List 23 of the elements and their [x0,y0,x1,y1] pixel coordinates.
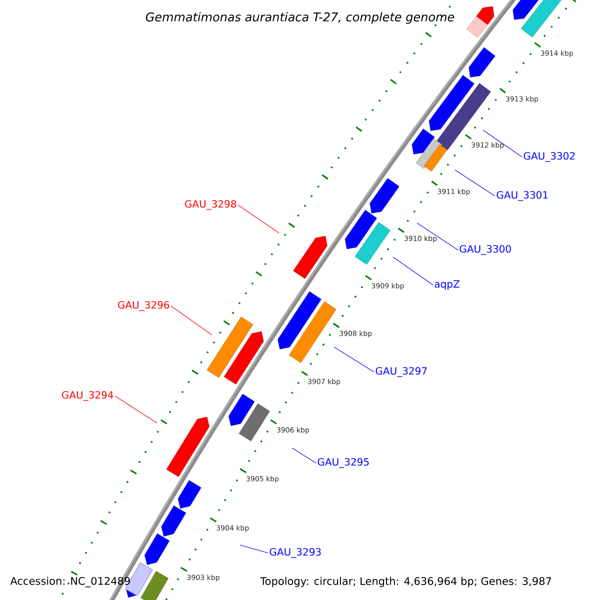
gene-label: aqpZ [434,280,460,290]
leader-line [238,204,280,234]
leader-line [170,306,212,336]
leader-line [482,130,522,158]
leader-line [454,170,496,196]
gene-label: GAU_3300 [460,245,511,255]
gene-label: GAU_3293 [270,548,321,558]
gene-label: GAU_3301 [496,191,548,201]
gene-label: GAU_3298 [185,200,236,210]
title: Gemmatimonas aurantiaca T-27, complete genome [146,12,454,24]
gene-label: GAU_3296 [118,301,170,311]
gene-label: GAU_3295 [318,458,369,468]
gene-label: GAU_3302 [524,152,575,162]
leader-line [392,256,434,286]
gene-label: GAU_3297 [376,367,427,377]
leader-line [334,346,374,372]
leader-line [416,222,458,250]
footer-text: Accession: NC_012489 [10,576,130,588]
leader-line [240,544,268,554]
leader-line [114,396,158,424]
gene-label: GAU_3294 [62,391,114,401]
leader-line [292,448,316,464]
footer-text: Topology: circular; Length: 4,636,964 bp; Genes: 3,987 [260,576,552,588]
